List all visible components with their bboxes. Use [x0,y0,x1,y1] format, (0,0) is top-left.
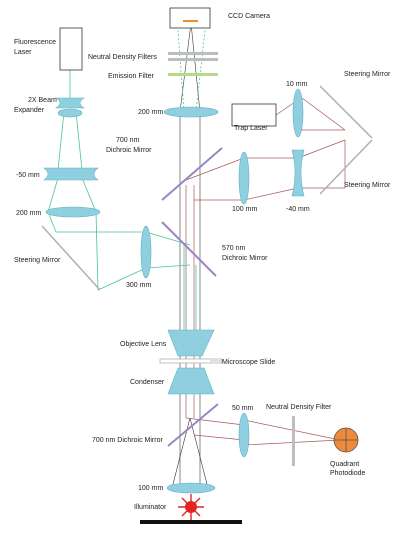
tube-lens [163,106,219,118]
steering-mirror-left-label: Steering Mirror [14,257,61,264]
illuminator-icon [178,494,204,520]
emission-filter [168,73,218,76]
beam-expander-label-2: Expander [14,107,45,114]
lens-100mm-mid-label: 100 mm [232,206,257,213]
lens-200mm-left-label: 200 mm [16,210,41,217]
fluorescence-beams [47,29,206,330]
trap-laser-label: Trap Laser [234,125,268,132]
objective-lens-label: Objective Lens [120,341,167,348]
quadrant-photodiode [333,427,359,453]
dichroic-700nm-bottom-label: 700 nm Dichroic Mirror [92,437,163,444]
steering-mirror-right [319,139,373,195]
steering-mirror-top [319,85,373,139]
dichroic-570nm [161,221,217,277]
lens-50mm [238,412,250,458]
fluorescence-laser [59,27,83,71]
neutral-density-filters [168,52,218,61]
lens-100mm-bottom [166,482,216,494]
base-platform [140,520,242,524]
neutral-density-filters-label: Neutral Density Filters [88,54,157,61]
lens-100mm-bottom-label: 100 mm [138,485,163,492]
lens-10mm-label: 10 mm [286,81,308,88]
fluorescence-laser-label-2: Laser [14,49,32,56]
neutral-density-filter-label: Neutral Density Filter [266,404,332,411]
lens-300mm-label: 300 mm [126,282,151,289]
steering-mirror-left [41,225,101,291]
dichroic-700nm-top-label-2: Dichroic Mirror [106,147,152,154]
dichroic-570nm-label-2: Dichroic Mirror [222,255,268,262]
beam-expander-label-1: 2X Beam [28,97,57,104]
steering-mirror-right-label: Steering Mirror [344,182,391,189]
trap-laser [231,103,277,127]
ccd-camera [169,7,211,29]
ccd-camera-label: CCD Camera [228,13,270,20]
dichroic-700nm-top-label-1: 700 nm [116,137,140,144]
lens-200mm-left [45,206,101,218]
objective-lens [167,329,215,357]
tube-lens-label: 200 mm [138,109,163,116]
neutral-density-filter [292,416,295,466]
lens-100mm-mid [238,151,250,205]
microscope-slide-label: Microscope Slide [222,359,275,366]
negative-50mm-lens [43,167,99,181]
beam-expander [54,97,86,118]
steering-mirror-top-label: Steering Mirror [344,71,391,78]
lens-50mm-label: 50 mm [232,405,254,412]
condenser-label: Condenser [130,379,165,386]
negative-40mm-lens [291,149,305,197]
negative-40mm-label: -40 mm [286,206,310,213]
dichroic-700nm-top [161,147,223,201]
dichroic-700nm-bottom [167,403,219,447]
quadrant-photodiode-label-2: Photodiode [330,470,366,477]
fluorescence-laser-label-1: Fluorescence [14,39,56,46]
negative-50mm-label: -50 mm [16,172,40,179]
emission-filter-label: Emission Filter [108,73,155,80]
lens-10mm [292,88,304,138]
dichroic-570nm-label-1: 570 nm [222,245,246,252]
condenser [167,367,215,395]
lens-300mm [140,225,152,279]
illuminator-label: Illuminator [134,504,167,511]
quadrant-photodiode-label-1: Quadrant [330,461,359,468]
